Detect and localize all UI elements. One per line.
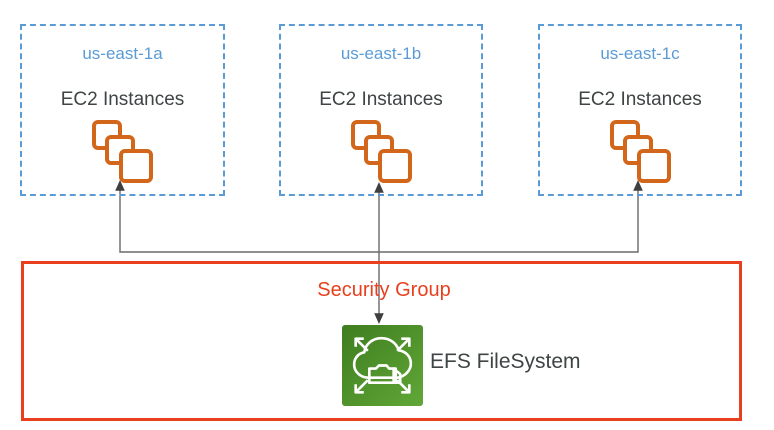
ec2-instances-icon bbox=[92, 120, 153, 183]
ec2-instances-icon bbox=[609, 120, 671, 183]
ec2-instances-icon bbox=[350, 120, 412, 183]
instance-square-front bbox=[377, 149, 412, 183]
file-icon bbox=[392, 367, 402, 385]
security-group-label: Security Group bbox=[317, 279, 451, 301]
cloud-icon bbox=[352, 336, 413, 379]
efs-filesystem-label: EFS FileSystem bbox=[430, 350, 581, 373]
ec2-instances-label: EC2 Instances bbox=[60, 89, 185, 110]
ec2-instances-label: EC2 Instances bbox=[319, 89, 443, 110]
instance-square-front bbox=[119, 149, 153, 183]
az-title: us-east-1a bbox=[82, 44, 163, 63]
az-title: us-east-1c bbox=[600, 44, 680, 63]
instance-square-front bbox=[636, 149, 671, 183]
az-box-us-east-1c: us-east-1c EC2 Instances bbox=[538, 24, 742, 196]
az-box-us-east-1a: us-east-1a EC2 Instances bbox=[20, 24, 225, 196]
az-box-us-east-1b: us-east-1b EC2 Instances bbox=[279, 24, 483, 196]
efs-icon bbox=[342, 325, 423, 406]
az-title: us-east-1b bbox=[340, 44, 422, 63]
folder-icon bbox=[368, 364, 397, 385]
ec2-instances-label: EC2 Instances bbox=[578, 89, 702, 110]
security-group-box bbox=[21, 261, 742, 421]
connector-bus bbox=[119, 190, 639, 253]
